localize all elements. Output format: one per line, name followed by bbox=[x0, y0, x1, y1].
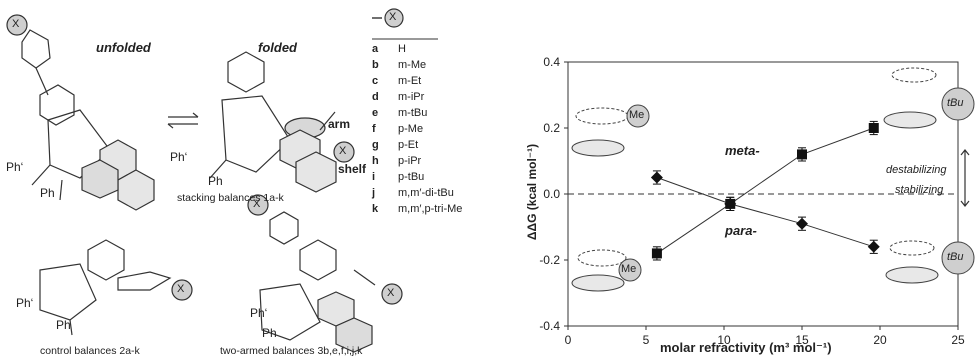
ph-label-8: Ph bbox=[262, 326, 277, 340]
data-point-meta bbox=[651, 248, 662, 259]
me-label-bottom: Me bbox=[621, 263, 637, 275]
x-tick-label: 5 bbox=[643, 333, 650, 347]
data-point-meta bbox=[868, 123, 879, 133]
shelf-label: shelf bbox=[338, 162, 367, 176]
arm-label: arm bbox=[328, 117, 351, 131]
equilibrium-arrows bbox=[167, 112, 199, 129]
ph-label-7: Ph‘ bbox=[250, 306, 268, 320]
y-tick-label: 0.2 bbox=[543, 121, 560, 135]
y-tick-label: -0.2 bbox=[539, 253, 560, 267]
x-substituent-circle-control bbox=[171, 279, 193, 301]
x-substituent-circle-twoarmed-right bbox=[381, 283, 403, 305]
x-tick-label: 25 bbox=[951, 333, 965, 347]
ph-label-2: Ph bbox=[40, 186, 55, 200]
data-point-para bbox=[796, 217, 808, 230]
ddg-chart: 0 5 10 15 20 25 0.4 0.2 0.0 -0.2 -0.4 bbox=[539, 55, 975, 347]
x-tick-label: 20 bbox=[873, 333, 887, 347]
y-tick-label: -0.4 bbox=[539, 319, 560, 333]
aromatic-cartoons bbox=[571, 67, 975, 292]
x-axis-label: molar refractivity (m³ mol⁻¹) bbox=[660, 340, 832, 355]
table-x-circle bbox=[384, 8, 404, 28]
x-tick-label: 15 bbox=[795, 333, 809, 347]
y-tick-label: 0.4 bbox=[543, 55, 560, 69]
data-point-para bbox=[650, 171, 663, 184]
data-point-para bbox=[724, 197, 737, 210]
stability-arrow bbox=[960, 149, 970, 207]
tbu-label-top: tBu bbox=[947, 97, 964, 109]
y-tick-label: 0.0 bbox=[543, 187, 560, 201]
control-molecule bbox=[39, 239, 172, 336]
x-label-twoarmed-top: X bbox=[253, 198, 261, 210]
x-label-unfolded: X bbox=[12, 18, 20, 30]
stacking-caption: stacking balances 1a-k bbox=[177, 192, 284, 204]
stabilizing-annotation: stabilizing bbox=[895, 184, 944, 196]
series-label-para: para- bbox=[725, 223, 757, 238]
ph-label-4: Ph bbox=[208, 174, 223, 188]
control-caption: control balances 2a-k bbox=[40, 345, 140, 357]
series-label-meta: meta- bbox=[725, 143, 760, 158]
ph-label-3: Ph‘ bbox=[170, 150, 188, 164]
data-point-meta bbox=[797, 149, 807, 160]
me-label-top: Me bbox=[629, 109, 645, 121]
ph-label-1: Ph‘ bbox=[6, 160, 24, 174]
unfolded-label: unfolded bbox=[96, 40, 151, 55]
series-line-para bbox=[656, 177, 874, 248]
x-tick-label: 10 bbox=[717, 333, 731, 347]
x-substituent-circle-folded bbox=[333, 141, 355, 163]
molecular-structures-drawing bbox=[6, 8, 438, 353]
x-substituent-circle-twoarmed-top bbox=[247, 194, 269, 216]
tbu-label-bottom: tBu bbox=[947, 251, 964, 263]
scheme-panel: X X X X X X unfolded folded arm shelf Ph… bbox=[6, 8, 492, 357]
series-line-meta bbox=[656, 127, 874, 254]
y-axis-label: ΔΔG (kcal mol⁻¹) bbox=[525, 143, 539, 241]
x-label-folded: X bbox=[339, 145, 347, 157]
series-layer bbox=[650, 120, 880, 261]
ph-label-5: Ph‘ bbox=[16, 296, 34, 310]
x-label-table: X bbox=[389, 11, 397, 23]
folded-label: folded bbox=[258, 40, 297, 55]
x-label-twoarmed-right: X bbox=[387, 287, 395, 299]
ph-label-6: Ph bbox=[56, 318, 71, 332]
unfolded-molecule bbox=[6, 14, 155, 211]
x-label-control: X bbox=[177, 283, 185, 295]
twoarmed-caption: two-armed balances 3b,e,f,i,j,k bbox=[220, 345, 363, 357]
data-point-para bbox=[867, 240, 880, 253]
x-tick-label: 0 bbox=[565, 333, 572, 347]
destabilizing-annotation: destabilizing bbox=[886, 164, 947, 176]
folded-molecule bbox=[209, 51, 337, 193]
two-armed-molecule bbox=[259, 211, 376, 353]
ticks-layer: 0 5 10 15 20 25 0.4 0.2 0.0 -0.2 -0.4 bbox=[539, 55, 965, 347]
